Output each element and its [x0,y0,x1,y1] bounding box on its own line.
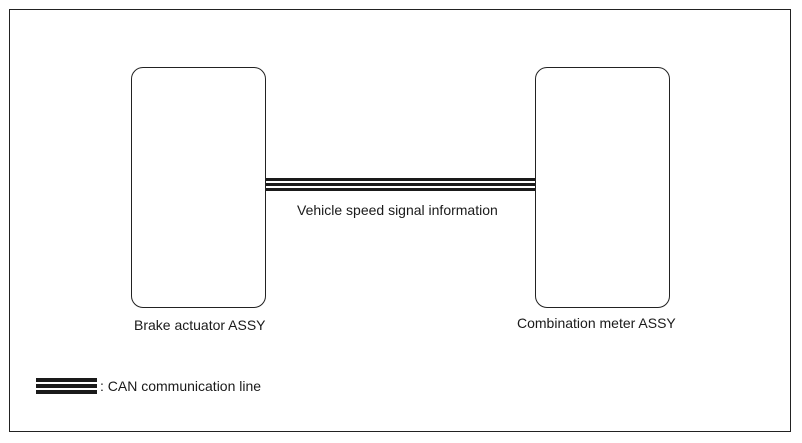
can-line-bar [266,183,535,186]
legend-label: : CAN communication line [100,378,262,394]
legend-line-bar [36,384,97,388]
legend-line-bar [36,390,97,394]
connection-label: Vehicle speed signal information [297,202,498,218]
legend-can-symbol [36,378,97,395]
combination-meter-assy-box [535,67,670,308]
can-communication-link [266,178,535,191]
can-line-bar [266,178,535,181]
brake-actuator-assy-box [131,67,266,308]
combination-meter-label: Combination meter ASSY [517,315,676,331]
diagram-frame [9,9,791,432]
brake-actuator-label: Brake actuator ASSY [134,317,266,333]
legend-line-bar [36,378,97,382]
can-line-bar [266,188,535,191]
